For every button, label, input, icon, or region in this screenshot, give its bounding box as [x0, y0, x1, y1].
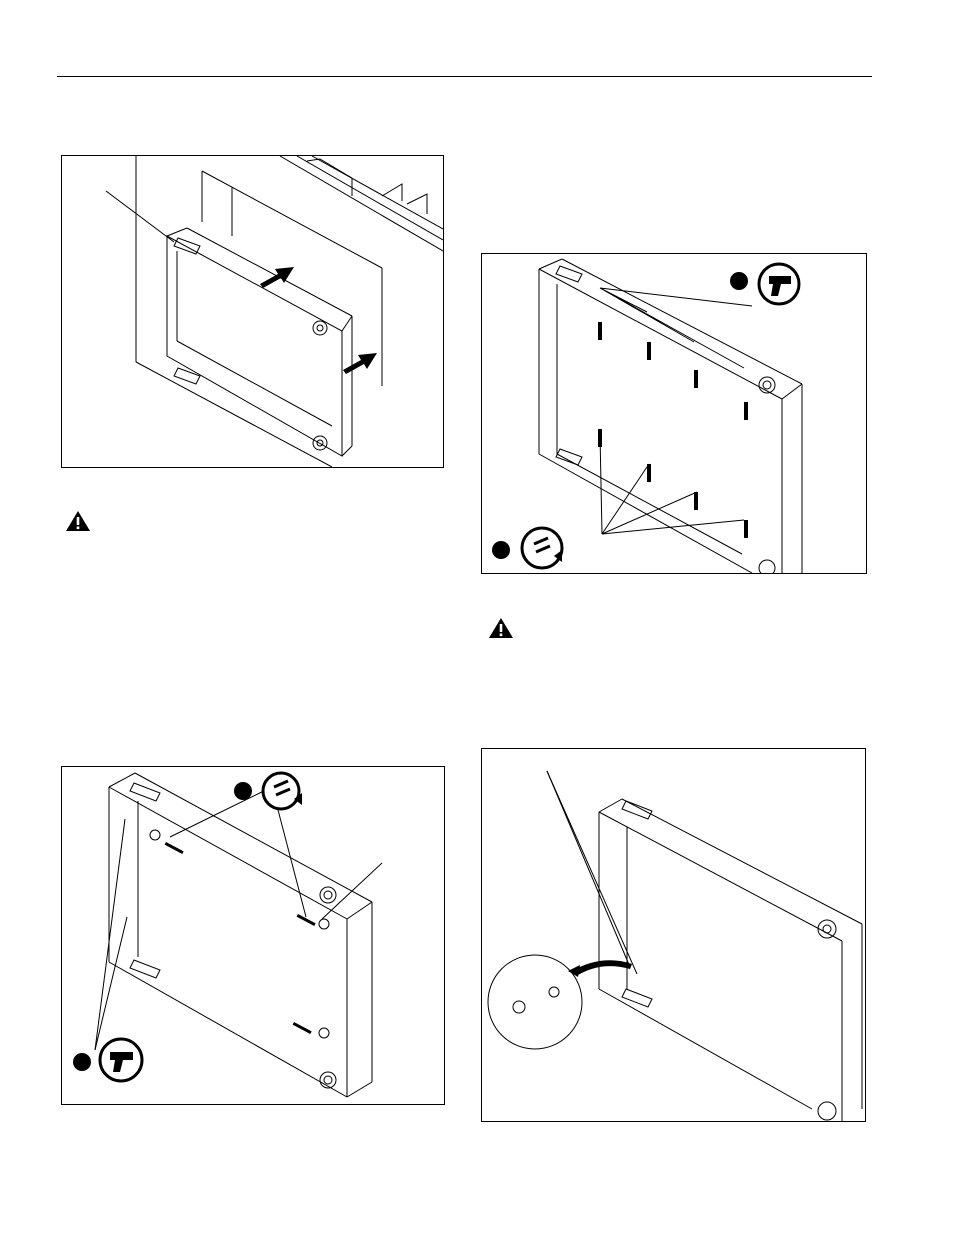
header-rule — [57, 76, 872, 77]
warning-icon — [65, 510, 91, 532]
figure-concrete-anchors — [61, 766, 445, 1105]
warning-icon — [488, 617, 514, 639]
figure-drill-wood-screws — [481, 253, 867, 574]
figure-insert-box — [61, 155, 444, 468]
drill-icon — [100, 1039, 142, 1081]
screwdriver-turn-icon — [522, 528, 562, 568]
screwdriver-turn-icon — [263, 773, 302, 809]
drill-icon — [759, 264, 799, 304]
figure-ground-screw — [481, 748, 866, 1122]
